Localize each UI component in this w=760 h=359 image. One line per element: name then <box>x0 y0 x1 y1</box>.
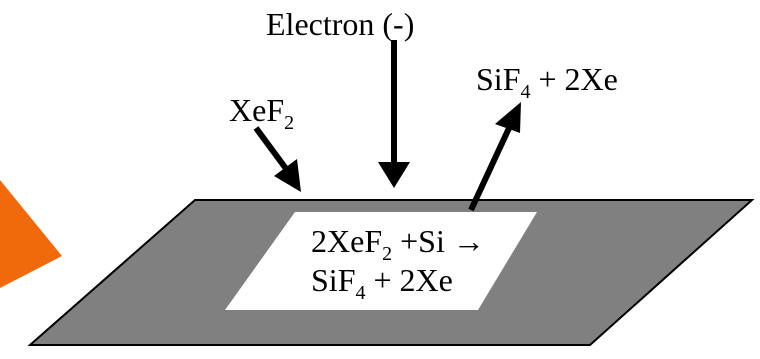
xef2-label: XeF2 <box>229 92 294 133</box>
electron-label: Electron (-) <box>266 6 415 42</box>
equation-line-2-product: SiF <box>311 262 356 298</box>
equation-line-1-reactant: 2XeF <box>311 223 383 259</box>
equation-line-1: 2XeF2 +Si → <box>311 223 485 264</box>
xef2-arrow-head <box>274 159 301 192</box>
equation-line-1-subscript: 2 <box>382 243 393 265</box>
product-arrow-shaft <box>468 124 513 212</box>
xef2-arrow-shaft <box>253 126 290 172</box>
equation-line-2-rest: + 2Xe <box>365 262 453 298</box>
products-label-subscript: 4 <box>520 81 531 103</box>
xef2-label-prefix: XeF <box>229 92 285 128</box>
equation-line-2: SiF4 + 2Xe <box>311 262 453 303</box>
equation-line-1-rest: +Si → <box>392 223 485 259</box>
products-label-suffix: + 2Xe <box>530 61 618 97</box>
equation-line-2-subscript: 4 <box>355 282 366 304</box>
product-arrow-head <box>495 102 521 133</box>
products-label: SiF4 + 2Xe <box>476 61 618 102</box>
electron-arrow-head <box>378 162 410 188</box>
xef2-label-subscript: 2 <box>284 112 295 134</box>
products-label-prefix: SiF <box>476 61 521 97</box>
orange-accent-triangle <box>0 180 62 288</box>
reaction-window <box>225 212 537 310</box>
